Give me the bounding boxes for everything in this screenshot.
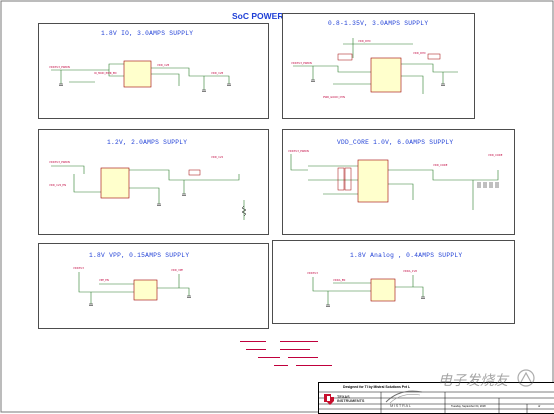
- svg-text:VDD_DYN: VDD_DYN: [413, 51, 426, 55]
- block-io-1v8: 1.8V IO, 3.0AMPS SUPPLY VDD3: [38, 23, 269, 119]
- svg-text:VDD_1V8: VDD_1V8: [211, 71, 223, 75]
- watermark: 电子发烧友: [438, 373, 508, 389]
- svg-text:VDD_DYN: VDD_DYN: [358, 39, 371, 43]
- mistral-swoosh-icon: [385, 390, 423, 404]
- page-title: SoC POWER SUPPLY: [232, 11, 320, 21]
- ti-logo-icon: [324, 394, 334, 405]
- block-analog-1v8: 1.8V Analog , 0.4AMPS SUPPLY VDD3V3 VDDA…: [272, 240, 515, 324]
- svg-text:VDD_1V2_EN: VDD_1V2_EN: [49, 183, 66, 187]
- designed-for-text: Designed for TI by Mistral Solutions Pvt…: [343, 385, 411, 389]
- svg-text:VDD3V3: VDD3V3: [307, 271, 318, 275]
- svg-text:VDDA_EN: VDDA_EN: [333, 278, 345, 282]
- circuit-vpp: VDD3V3 VPP_EN VDD_VPP: [73, 266, 191, 306]
- svg-text:VDD_CORE: VDD_CORE: [433, 163, 448, 167]
- mistral-logo: MISTRAL: [384, 386, 424, 410]
- block-1v2: 1.2V, 2.0AMPS SUPPLY VDD3V3_PWRI: [38, 129, 269, 235]
- title-block-grid: [319, 391, 554, 413]
- svg-text:VDD_VPP: VDD_VPP: [171, 268, 183, 272]
- ti-logo-text: TEXAS INSTRUMENTS: [337, 395, 365, 404]
- block-vpp-1v8: 1.8V VPP, 0.15AMPS SUPPLY VDD3V3 VPP_EN …: [38, 243, 269, 329]
- block-title: 0.8-1.35V, 3.0AMPS SUPPLY: [328, 20, 429, 27]
- svg-text:VDD3V3_PWRIN: VDD3V3_PWRIN: [49, 65, 70, 69]
- svg-text:VDD_1V8: VDD_1V8: [157, 63, 169, 67]
- watermark-logo-icon: [517, 369, 535, 387]
- svg-text:VDD_1V2: VDD_1V2: [211, 155, 223, 159]
- svg-text:PWR_GOOD_DYN: PWR_GOOD_DYN: [323, 95, 345, 99]
- circuit-vdd-core: VDD3V3_PWRIN VDD_CORE VDD_CORE: [288, 149, 503, 210]
- svg-text:VDD_CORE: VDD_CORE: [488, 153, 503, 157]
- svg-text:VPP_EN: VPP_EN: [99, 278, 109, 282]
- block-title: 1.8V VPP, 0.15AMPS SUPPLY: [89, 252, 190, 259]
- svg-text:VDDA_1V8: VDDA_1V8: [403, 269, 417, 273]
- circuit-dynamic: VDD3V3_PWRIN VDD_DYN VDD_DYN PWR_GOOD_DY…: [291, 38, 458, 99]
- block-title: 1.8V Analog , 0.4AMPS SUPPLY: [350, 252, 463, 259]
- svg-text:VDD3V3_PWRIN: VDD3V3_PWRIN: [288, 149, 309, 153]
- circuit-io-1v8: VDD3V3_PWRIN IO_MOD_PWR_EN VDD_1V8 VDD_1…: [49, 60, 231, 92]
- block-vdd-core: VDD_CORE 1.0V, 6.0AMPS SUPPLY VD: [282, 129, 515, 235]
- block-title: VDD_CORE 1.0V, 6.0AMPS SUPPLY: [337, 139, 454, 146]
- svg-text:VDD3V3: VDD3V3: [73, 266, 84, 270]
- svg-text:VDD3V3_PWRIN: VDD3V3_PWRIN: [49, 160, 70, 164]
- title-block: Designed for TI by Mistral Solutions Pvt…: [318, 382, 554, 414]
- circuit-analog: VDD3V3 VDDA_EN VDDA_1V8: [307, 269, 425, 307]
- sheet-of-text: of: [538, 405, 541, 408]
- svg-text:IO_MOD_PWR_EN: IO_MOD_PWR_EN: [94, 71, 117, 75]
- mistral-logo-text: MISTRAL: [390, 403, 412, 408]
- svg-text:VDD3V3_PWRIN: VDD3V3_PWRIN: [291, 61, 312, 65]
- circuit-1v2: VDD3V3_PWRIN VDD_1V2_EN VDD_1V2: [49, 155, 247, 220]
- ti-logo: TEXAS INSTRUMENTS: [322, 392, 380, 408]
- date-text: Tuesday, September 04, 2018: [451, 405, 486, 408]
- block-title: 1.2V, 2.0AMPS SUPPLY: [107, 139, 188, 146]
- power-good-nets: [240, 341, 332, 366]
- block-dynamic-0v8-1v35: 0.8-1.35V, 3.0AMPS SUPPLY VDD3V3: [282, 13, 475, 119]
- block-title: 1.8V IO, 3.0AMPS SUPPLY: [101, 30, 194, 37]
